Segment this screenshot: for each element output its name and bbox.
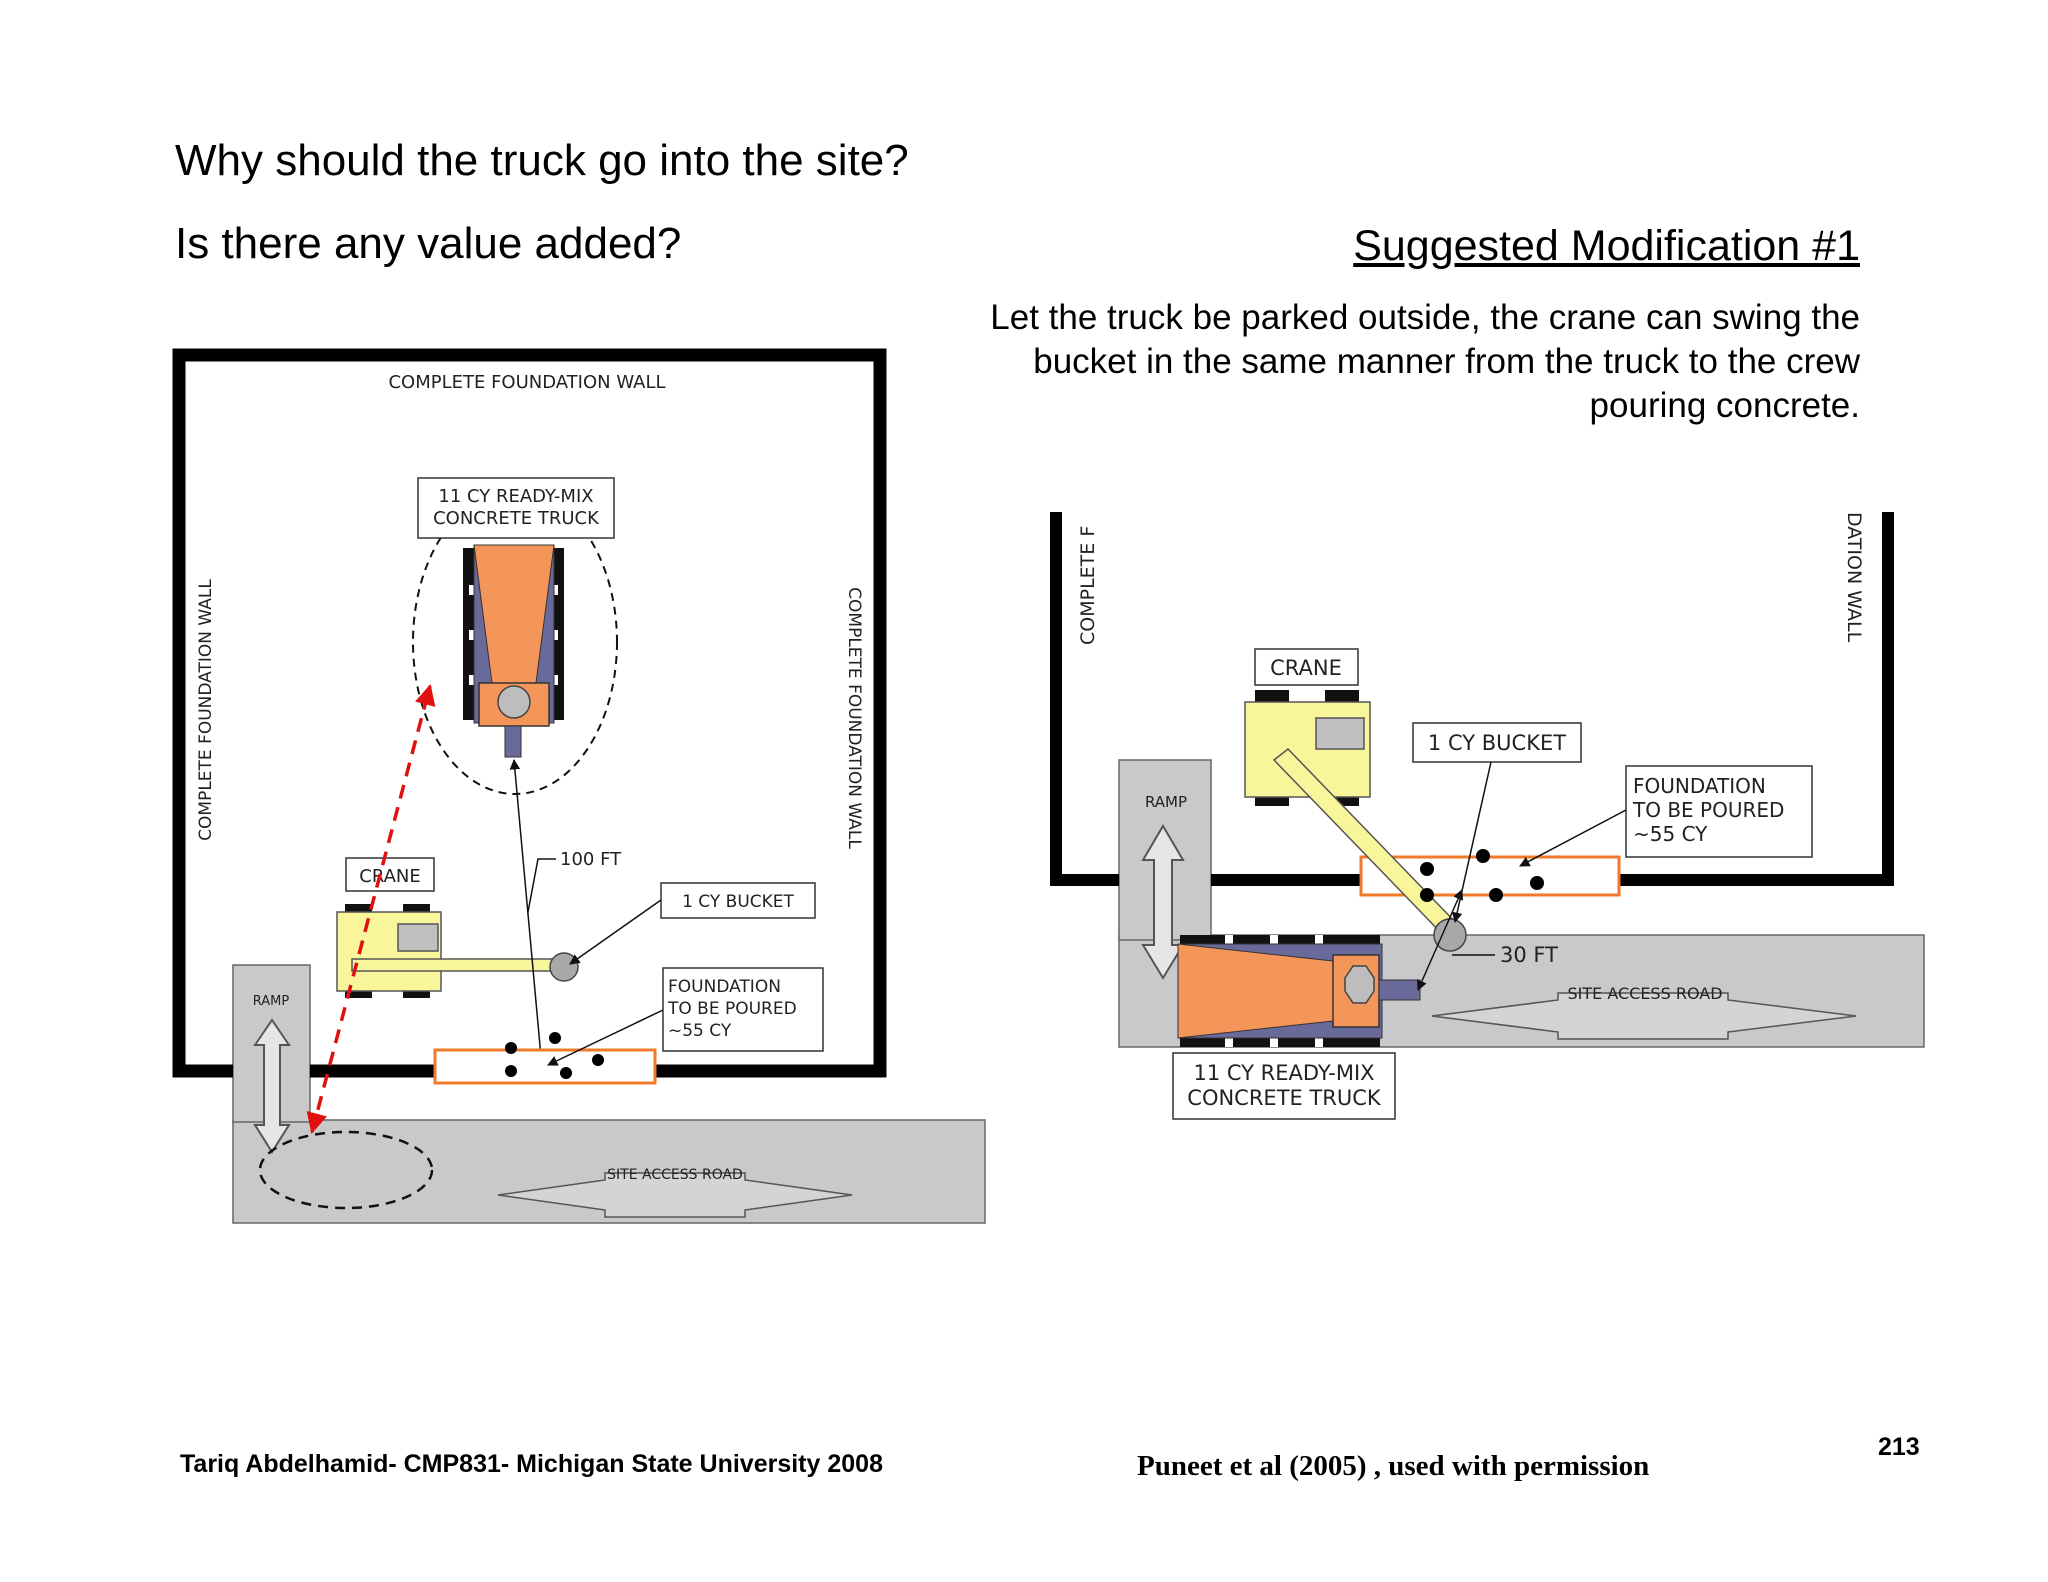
question-heading-2: Is there any value added? (175, 219, 682, 268)
left-foundation-area (433, 1048, 657, 1085)
right-road-label: SITE ACCESS ROAD (1567, 984, 1722, 1003)
right-right-wall-label: DATION WALL (1843, 512, 1865, 643)
right-truck-label-line2: CONCRETE TRUCK (1187, 1086, 1382, 1110)
right-distance-line (1417, 889, 1463, 991)
right-diagram: COMPLETE F DATION WALL RAMP SITE ACCESS … (1050, 512, 1925, 1120)
left-truck-label-line1: 11 CY READY-MIX (438, 486, 593, 507)
right-foundation-label-line3: ~55 CY (1633, 822, 1708, 846)
modification-description: Let the truck be parked outside, the cra… (990, 298, 1860, 425)
left-pour-dot (549, 1032, 561, 1044)
modification-title: Suggested Modification #1 (1353, 222, 1860, 270)
footer-author: Tariq Abdelhamid- CMP831- Michigan State… (180, 1450, 883, 1478)
right-pour-dot (1420, 888, 1434, 902)
right-bucket-label-box (1412, 722, 1582, 763)
left-road-arrow (497, 1172, 853, 1218)
right-ramp-label: RAMP (1145, 793, 1187, 811)
left-right-wall-label: COMPLETE FOUNDATION WALL (844, 587, 864, 849)
left-distance-leader (527, 858, 556, 913)
left-diagram: COMPLETE FOUNDATION WALL COMPLETE FOUNDA… (172, 348, 986, 1224)
left-red-dashed-arrow (306, 683, 436, 1135)
left-concrete-truck (463, 544, 564, 758)
left-truck-label-line2: CONCRETE TRUCK (433, 508, 600, 529)
left-pour-dot (592, 1054, 604, 1066)
page-number: 213 (1878, 1433, 1920, 1461)
right-pour-dot (1489, 888, 1503, 902)
right-distance-label: 30 FT (1500, 943, 1558, 967)
right-bucket-label: 1 CY BUCKET (1428, 731, 1566, 755)
right-foundation-leader (1519, 809, 1627, 867)
left-crane (336, 904, 579, 998)
right-crane-label-box (1254, 648, 1359, 686)
left-road-label: SITE ACCESS ROAD (607, 1167, 743, 1183)
left-crane-label: CRANE (359, 866, 421, 887)
left-truck-label-box (417, 477, 615, 539)
right-road-arrow (1431, 992, 1857, 1040)
right-crane-hook (1433, 918, 1467, 952)
left-foundation-leader (547, 1009, 664, 1066)
right-foundation-label-line1: FOUNDATION (1633, 774, 1766, 798)
right-foundation-label-box (1625, 765, 1813, 858)
left-foundation-label-line1: FOUNDATION (668, 977, 781, 997)
right-bucket-leader (1451, 761, 1492, 924)
right-pour-dot (1530, 876, 1544, 890)
left-left-wall-label: COMPLETE FOUNDATION WALL (196, 579, 216, 841)
right-foundation-label-line2: TO BE POURED (1632, 798, 1784, 822)
left-foundation-wall (172, 348, 887, 1078)
left-foundation-label-line3: ~55 CY (668, 1021, 732, 1041)
right-left-wall-label: COMPLETE F (1077, 526, 1099, 645)
left-bucket-label-box (660, 882, 816, 919)
left-pour-dot (560, 1067, 572, 1079)
left-bucket-label: 1 CY BUCKET (682, 892, 794, 912)
left-foundation-label-line2: TO BE POURED (667, 999, 797, 1019)
right-concrete-truck (1177, 935, 1421, 1047)
right-truck-label-line1: 11 CY READY-MIX (1193, 1061, 1374, 1085)
right-pour-dot (1420, 862, 1434, 876)
right-pour-dot (1476, 849, 1490, 863)
left-top-wall-label: COMPLETE FOUNDATION WALL (388, 372, 665, 393)
footer-credit: Puneet et al (2005) , used with permissi… (1137, 1450, 1650, 1482)
left-ramp-label: RAMP (253, 994, 290, 1009)
left-bucket-leader (569, 899, 662, 965)
left-pour-dot (505, 1042, 517, 1054)
right-truck-label-box (1172, 1052, 1396, 1120)
left-distance-line (509, 758, 547, 1070)
right-ramp-arrow (1141, 824, 1185, 980)
left-pour-dot (505, 1065, 517, 1077)
left-distance-label: 100 FT (560, 849, 622, 870)
left-parking-spot (258, 1130, 434, 1210)
question-heading-1: Why should the truck go into the site? (175, 136, 909, 185)
right-crane-label: CRANE (1270, 656, 1342, 680)
left-foundation-label-box (662, 967, 824, 1052)
